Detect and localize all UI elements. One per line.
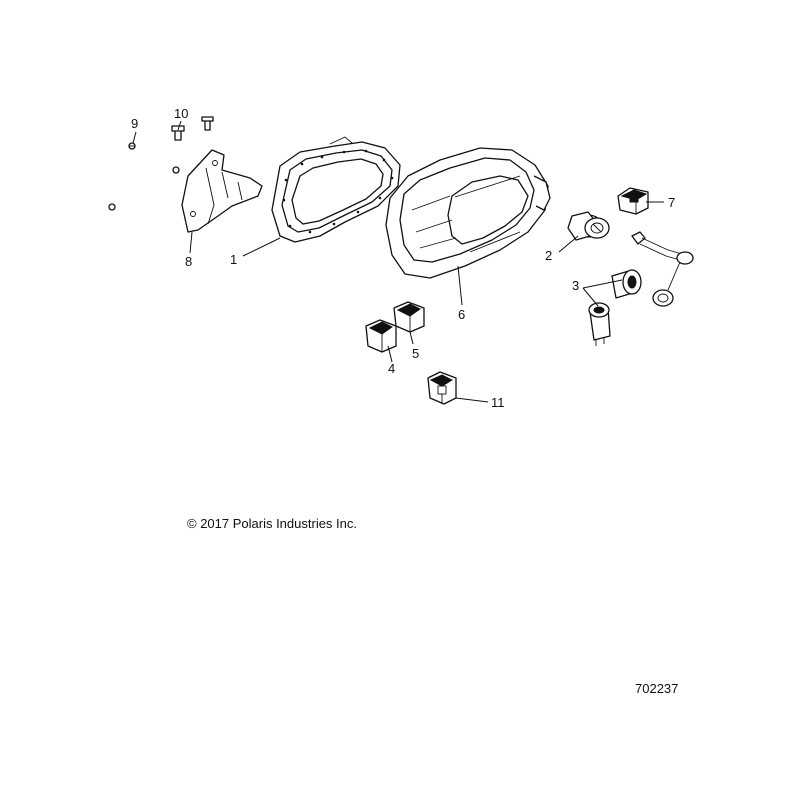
part-9-screw [128, 142, 136, 150]
drawing-number: 702237 [635, 681, 679, 696]
callout-7: 7 [668, 195, 675, 210]
leader-lines [132, 120, 664, 403]
callout-5: 5 [412, 346, 419, 361]
part-3-power-outlet [588, 269, 642, 346]
callout-10: 10 [174, 106, 188, 121]
wire-harness-cap [631, 231, 694, 307]
part-8-bracket [181, 149, 263, 233]
part-1-bezel [271, 136, 401, 243]
callout-2: 2 [545, 248, 552, 263]
callout-6: 6 [458, 307, 465, 322]
callout-9: 9 [131, 116, 138, 131]
part-5-rocker-switch [393, 301, 425, 333]
callout-3: 3 [572, 278, 579, 293]
part-4-rocker-switch [365, 319, 397, 353]
part-11-rocker-switch [427, 371, 457, 405]
callout-11: 11 [491, 395, 505, 410]
copyright-notice: © 2017 Polaris Industries Inc. [187, 516, 357, 531]
part-7-switch [617, 187, 649, 215]
part-6-hood [385, 147, 551, 279]
callout-1: 1 [230, 252, 237, 267]
callout-4: 4 [388, 361, 395, 376]
callouts: 9 10 8 1 2 3 4 5 6 7 11 [131, 106, 675, 410]
callout-8: 8 [185, 254, 192, 269]
part-2-ignition-switch [567, 211, 610, 241]
